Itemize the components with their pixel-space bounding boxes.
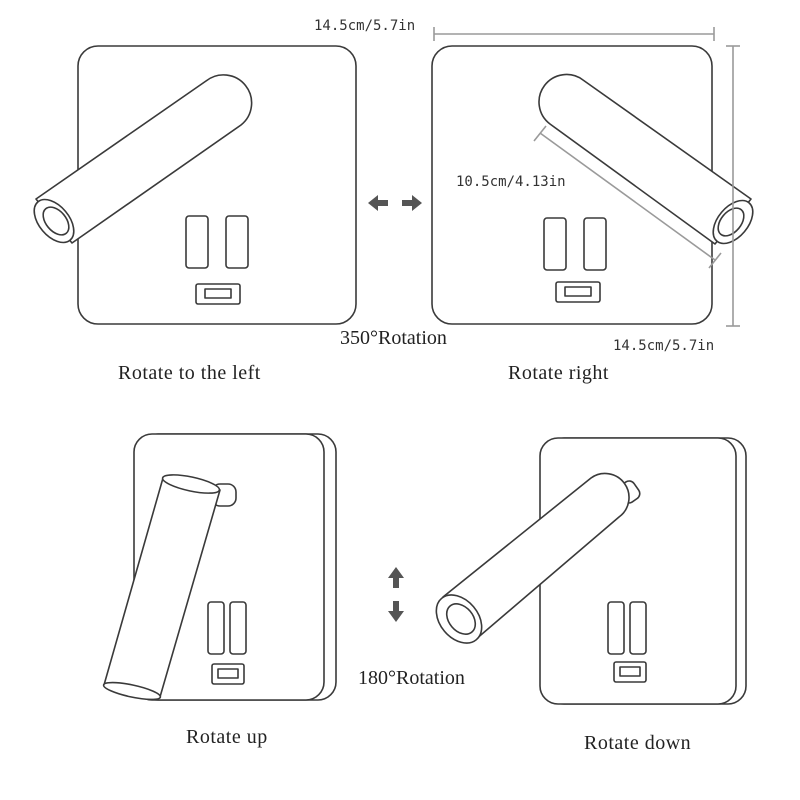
switch-button (629, 601, 647, 655)
arm-length-dimension-line (539, 132, 716, 261)
switch-button (225, 215, 249, 269)
lamp-panel-left (33, 45, 357, 325)
usb-slot (564, 286, 592, 297)
usb-port (211, 663, 245, 685)
lamp-head (435, 594, 483, 644)
vertical-rotation-label: 180°Rotation (358, 667, 465, 689)
switch-button (583, 217, 607, 271)
lamp-head (102, 681, 162, 701)
switch-button (229, 601, 247, 655)
switch-button (185, 215, 209, 269)
width-dimension-label: 14.5cm/5.7in (314, 18, 415, 34)
usb-slot (217, 668, 239, 679)
caption-rotate-right: Rotate right (508, 362, 609, 384)
lamp-panel-down (435, 437, 747, 705)
height-dimension-label: 14.5cm/5.7in (613, 338, 714, 354)
left-right-arrows-icon (368, 195, 422, 211)
caption-rotate-down: Rotate down (584, 732, 691, 754)
lamp-cap (161, 474, 221, 494)
horizontal-rotation-label: 350°Rotation (340, 327, 447, 349)
caption-rotate-up: Rotate up (186, 726, 268, 748)
arm-length-label: 10.5cm/4.13in (456, 174, 566, 190)
switch-button (607, 601, 625, 655)
usb-port (195, 283, 241, 305)
usb-port (555, 281, 601, 303)
usb-slot (619, 666, 641, 677)
lamp-panel-up (102, 433, 337, 701)
usb-port (613, 661, 647, 683)
lamp-arm (435, 472, 641, 644)
usb-slot (204, 288, 232, 299)
lamp-panel-right (431, 45, 754, 325)
switch-button (543, 217, 567, 271)
lamp-arm (33, 74, 253, 244)
lamp-arm (102, 474, 221, 701)
up-down-arrows-icon (388, 567, 404, 622)
switch-button (207, 601, 225, 655)
caption-rotate-left: Rotate to the left (118, 362, 261, 384)
